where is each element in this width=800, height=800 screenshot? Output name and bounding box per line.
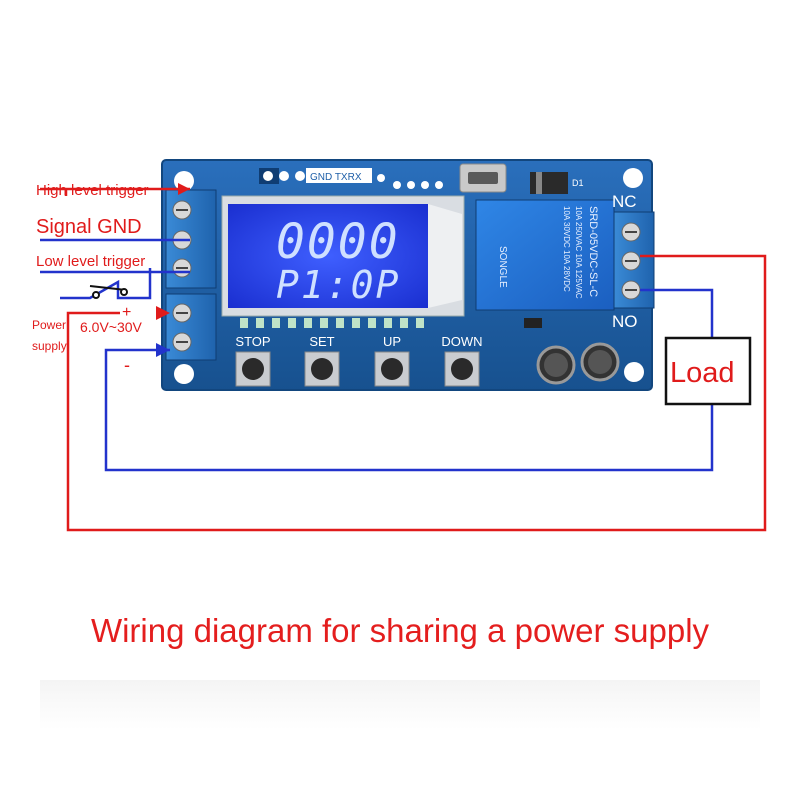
relay	[475, 199, 615, 311]
header-label: GND TXRX	[310, 172, 362, 183]
relay-rating-2: 10A 30VDC 10A 28VDC	[562, 206, 571, 292]
voltage-range-label: 6.0V~30V	[80, 319, 143, 335]
button-label-down: DOWN	[441, 334, 482, 349]
wire-black-circuit	[89, 285, 128, 299]
button-cap[interactable]	[242, 358, 264, 380]
caption: Wiring diagram for sharing a power suppl…	[90, 612, 710, 649]
button-label-set: SET	[309, 334, 334, 349]
button-cap[interactable]	[451, 358, 473, 380]
button-cap[interactable]	[381, 358, 403, 380]
d1-label: D1	[572, 178, 584, 188]
relay-markings: SRD-05VDC-SL-C 10A 250VAC 10A 125VAC 10A…	[497, 206, 599, 299]
power-supply-label-2: supply	[32, 339, 67, 353]
header-pins	[259, 168, 443, 189]
smd-component	[524, 318, 542, 328]
relay-model: SRD-05VDC-SL-C	[587, 206, 599, 297]
relay-brand: SONGLE	[497, 246, 508, 288]
arrow-icon	[156, 343, 170, 357]
wire-blue-circuit	[40, 238, 714, 472]
capacitor	[536, 342, 620, 385]
signal-gnd-label: Signal GND	[36, 216, 142, 238]
relay-rating-1: 10A 250VAC 10A 125VAC	[574, 206, 583, 299]
button-cap[interactable]	[311, 358, 333, 380]
power-supply-label-1: Power	[32, 318, 66, 332]
load-box	[664, 336, 752, 406]
high-level-trigger-label: High level trigger	[36, 182, 149, 199]
terminal-block-relay	[613, 211, 655, 309]
mount-hole	[624, 362, 644, 382]
terminal-block-power	[165, 293, 217, 361]
mount-hole	[174, 364, 194, 384]
caption-shadow	[40, 680, 760, 730]
low-level-trigger-label: Low level trigger	[36, 253, 145, 270]
minus-sign: -	[124, 355, 130, 375]
lcd-line-2: P1:0P	[276, 263, 400, 307]
no-label: NO	[612, 312, 638, 331]
push-button-up[interactable]	[374, 351, 410, 387]
micro-usb-port	[459, 163, 507, 193]
lcd-line-1: 0000	[276, 214, 400, 270]
button-label-stop: STOP	[235, 334, 270, 349]
diode-d1	[530, 172, 568, 194]
nc-label: NC	[612, 192, 637, 211]
load-label: Load	[670, 357, 735, 389]
arrow-icon	[156, 183, 190, 320]
wire-red-circuit	[40, 187, 767, 532]
mount-hole	[623, 168, 643, 188]
lcd-display	[221, 195, 465, 317]
button-row: STOP SET UP DOWN	[235, 334, 483, 387]
button-label-up: UP	[383, 334, 401, 349]
plus-sign: +	[122, 304, 131, 321]
lcd-pins	[240, 318, 424, 328]
